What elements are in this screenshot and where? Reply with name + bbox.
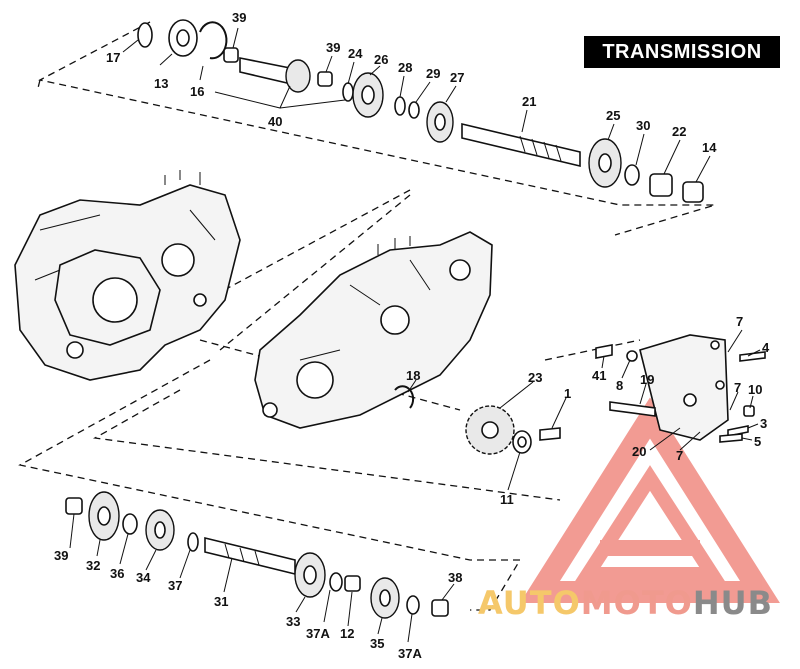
gear-25 [588, 138, 622, 188]
sprocket-23 [465, 405, 515, 455]
label-39-low: 39 [54, 548, 68, 563]
label-20: 20 [632, 444, 646, 459]
label-4: 4 [762, 340, 770, 355]
lower-shaft-parts [65, 491, 449, 619]
title-badge: TRANSMISSION [584, 36, 780, 68]
label-39-top: 39 [232, 10, 246, 25]
label-21: 21 [522, 94, 536, 109]
watermark-part-auto: AUTO [478, 584, 581, 622]
label-26: 26 [374, 52, 388, 67]
label-24: 24 [348, 46, 363, 61]
gear-34 [145, 509, 175, 551]
label-37a-first: 37A [306, 626, 330, 641]
watermark-part-moto: MOTO [580, 584, 693, 622]
label-25: 25 [606, 108, 620, 123]
label-19: 19 [640, 372, 654, 387]
diagram-title: TRANSMISSION [602, 40, 762, 63]
gear-26 [352, 72, 384, 118]
label-22: 22 [672, 124, 686, 139]
label-7-mid: 7 [734, 380, 741, 395]
label-36: 36 [110, 566, 124, 581]
label-12: 12 [340, 626, 354, 641]
label-30: 30 [636, 118, 650, 133]
label-1: 1 [564, 386, 571, 401]
label-28: 28 [398, 60, 412, 75]
label-10: 10 [748, 382, 762, 397]
countershaft-31 [204, 536, 296, 576]
watermark-text: AUTOMOTOHUB [478, 584, 773, 622]
label-39-mid: 39 [326, 40, 340, 55]
watermark-part-hub: HUB [692, 584, 774, 622]
label-38: 38 [448, 570, 462, 585]
sprocket-assembly [394, 385, 561, 455]
label-5: 5 [754, 434, 761, 449]
label-29: 29 [426, 66, 440, 81]
label-8: 8 [616, 378, 623, 393]
label-34: 34 [136, 570, 151, 585]
label-27: 27 [450, 70, 464, 85]
label-17: 17 [106, 50, 120, 65]
right-crankcase [254, 231, 493, 429]
label-40: 40 [268, 114, 282, 129]
mainshaft-21 [461, 122, 581, 168]
label-37: 37 [168, 578, 182, 593]
label-7-top: 7 [736, 314, 743, 329]
gear-32 [88, 491, 120, 541]
label-14: 14 [702, 140, 717, 155]
label-11: 11 [500, 492, 514, 507]
gear-35 [370, 577, 400, 619]
right-cover-assembly [595, 334, 766, 443]
label-41: 41 [592, 368, 606, 383]
label-33: 33 [286, 614, 300, 629]
label-35: 35 [370, 636, 384, 651]
label-16: 16 [190, 84, 204, 99]
label-31: 31 [214, 594, 228, 609]
watermark-logo [520, 397, 780, 603]
label-3: 3 [760, 416, 767, 431]
bearing-13 [168, 19, 198, 57]
gear-shaft-40 [285, 59, 311, 93]
label-18: 18 [406, 368, 420, 383]
gear-33 [294, 552, 326, 598]
label-13: 13 [154, 76, 168, 91]
label-32: 32 [86, 558, 100, 573]
label-37a-second: 37A [398, 646, 422, 661]
part-labels: 39 17 13 16 40 39 24 26 28 29 27 21 25 3… [54, 10, 770, 661]
seal-11 [512, 430, 532, 454]
left-crankcase [14, 170, 241, 381]
label-7-low: 7 [676, 448, 683, 463]
label-23: 23 [528, 370, 542, 385]
gear-27 [426, 101, 454, 143]
leader-lines [69, 27, 761, 643]
upper-shaft-parts [137, 19, 704, 203]
